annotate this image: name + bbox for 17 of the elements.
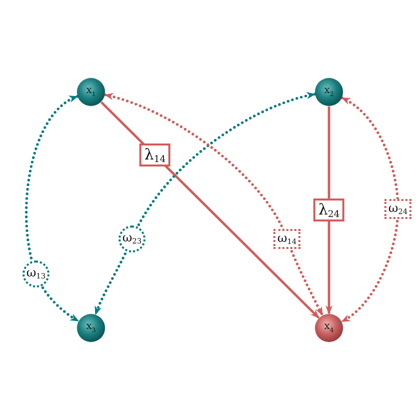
edge-label: ω$_{24}$ <box>384 199 412 219</box>
edge-label: ω$_{23}$ <box>118 226 146 252</box>
edge-label: λ$_{14}$ <box>139 144 171 166</box>
node-label: x$_{1}$ <box>86 86 96 98</box>
sphere-node <box>77 78 105 106</box>
edge-label: ω$_{13}$ <box>22 260 50 288</box>
sphere-node <box>315 78 343 106</box>
node-label: x$_{2}$ <box>324 86 334 98</box>
edge-label: λ$_{24}$ <box>313 198 345 222</box>
node-label: x$_{4}$ <box>324 322 334 334</box>
dotted-arrow <box>25 95 80 322</box>
arrow <box>325 106 333 314</box>
edge-label: ω$_{14}$ <box>273 229 301 249</box>
sphere-node <box>77 314 105 342</box>
sphere-node <box>315 314 343 342</box>
node-label: x$_{3}$ <box>86 322 96 334</box>
dotted-arrow <box>340 96 400 323</box>
